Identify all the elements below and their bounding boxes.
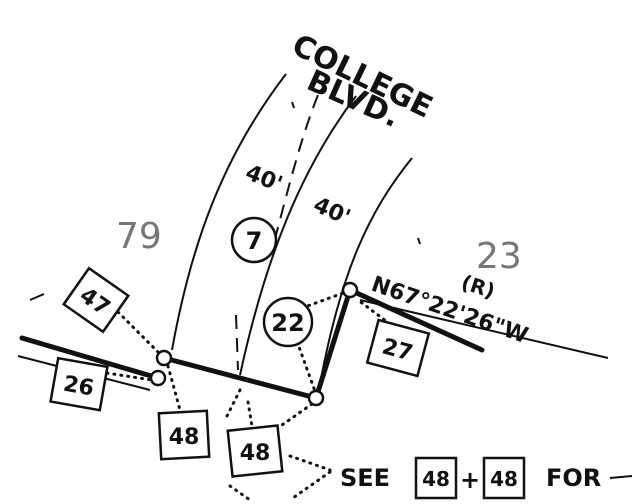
box-label-48a: 48	[157, 409, 211, 461]
leader-see-note	[288, 454, 332, 472]
corner-point-3	[307, 389, 325, 407]
edge-mark-left	[29, 293, 45, 301]
leader-48a-b	[224, 388, 242, 420]
centerline-lower	[235, 314, 239, 371]
boundary-corner-line	[313, 287, 353, 401]
circle-label-22-text: 22	[271, 309, 304, 337]
row-line-right	[317, 157, 413, 396]
lot-number-right: 23	[476, 236, 522, 277]
bearing-line	[359, 299, 609, 359]
corner-point-2	[149, 369, 167, 387]
continuation-mark	[609, 475, 633, 479]
leader-27	[356, 298, 392, 326]
box-label-48b: 48	[226, 424, 284, 478]
corner-point-4	[341, 281, 359, 299]
leader-47	[116, 310, 164, 358]
note-ref-box-2	[482, 456, 526, 500]
leader-48b	[246, 400, 254, 428]
circle-label-7-text: 7	[246, 227, 263, 255]
box-label-47: 47	[61, 266, 131, 334]
note-ref-1: 48	[422, 467, 450, 491]
box-label-26-text: 26	[61, 372, 96, 402]
street-width-left: 40'	[242, 160, 286, 197]
row-line-center	[239, 95, 357, 376]
leader-48a	[166, 364, 182, 412]
note-ref-box-1	[414, 456, 458, 500]
note-for: FOR	[546, 464, 601, 492]
note-see: SEE	[340, 464, 390, 492]
boundary-right	[347, 287, 485, 353]
leader-26	[98, 370, 154, 382]
box-label-27: 27	[365, 318, 431, 378]
tick-mark-right	[417, 237, 421, 245]
street-centerline	[271, 94, 319, 251]
tick-mark-top	[291, 101, 295, 109]
corner-point-1	[155, 349, 173, 367]
lot-number-left: 79	[116, 216, 162, 257]
circle-label-22	[262, 296, 314, 348]
boundary-left	[19, 335, 161, 381]
box-label-48a-text: 48	[169, 425, 200, 450]
street-width-right: 40'	[310, 193, 354, 231]
row-line-left	[171, 73, 287, 351]
circle-label-7	[230, 216, 278, 264]
leader-bottom	[228, 484, 252, 502]
leader-22-b	[300, 290, 348, 310]
box-label-26: 26	[49, 356, 109, 412]
leader-bottom-b	[288, 470, 332, 502]
note-plus: +	[460, 466, 480, 494]
note-ref-2: 48	[490, 467, 518, 491]
street-frontage-line	[161, 355, 319, 401]
box-label-48b-text: 48	[240, 441, 271, 466]
